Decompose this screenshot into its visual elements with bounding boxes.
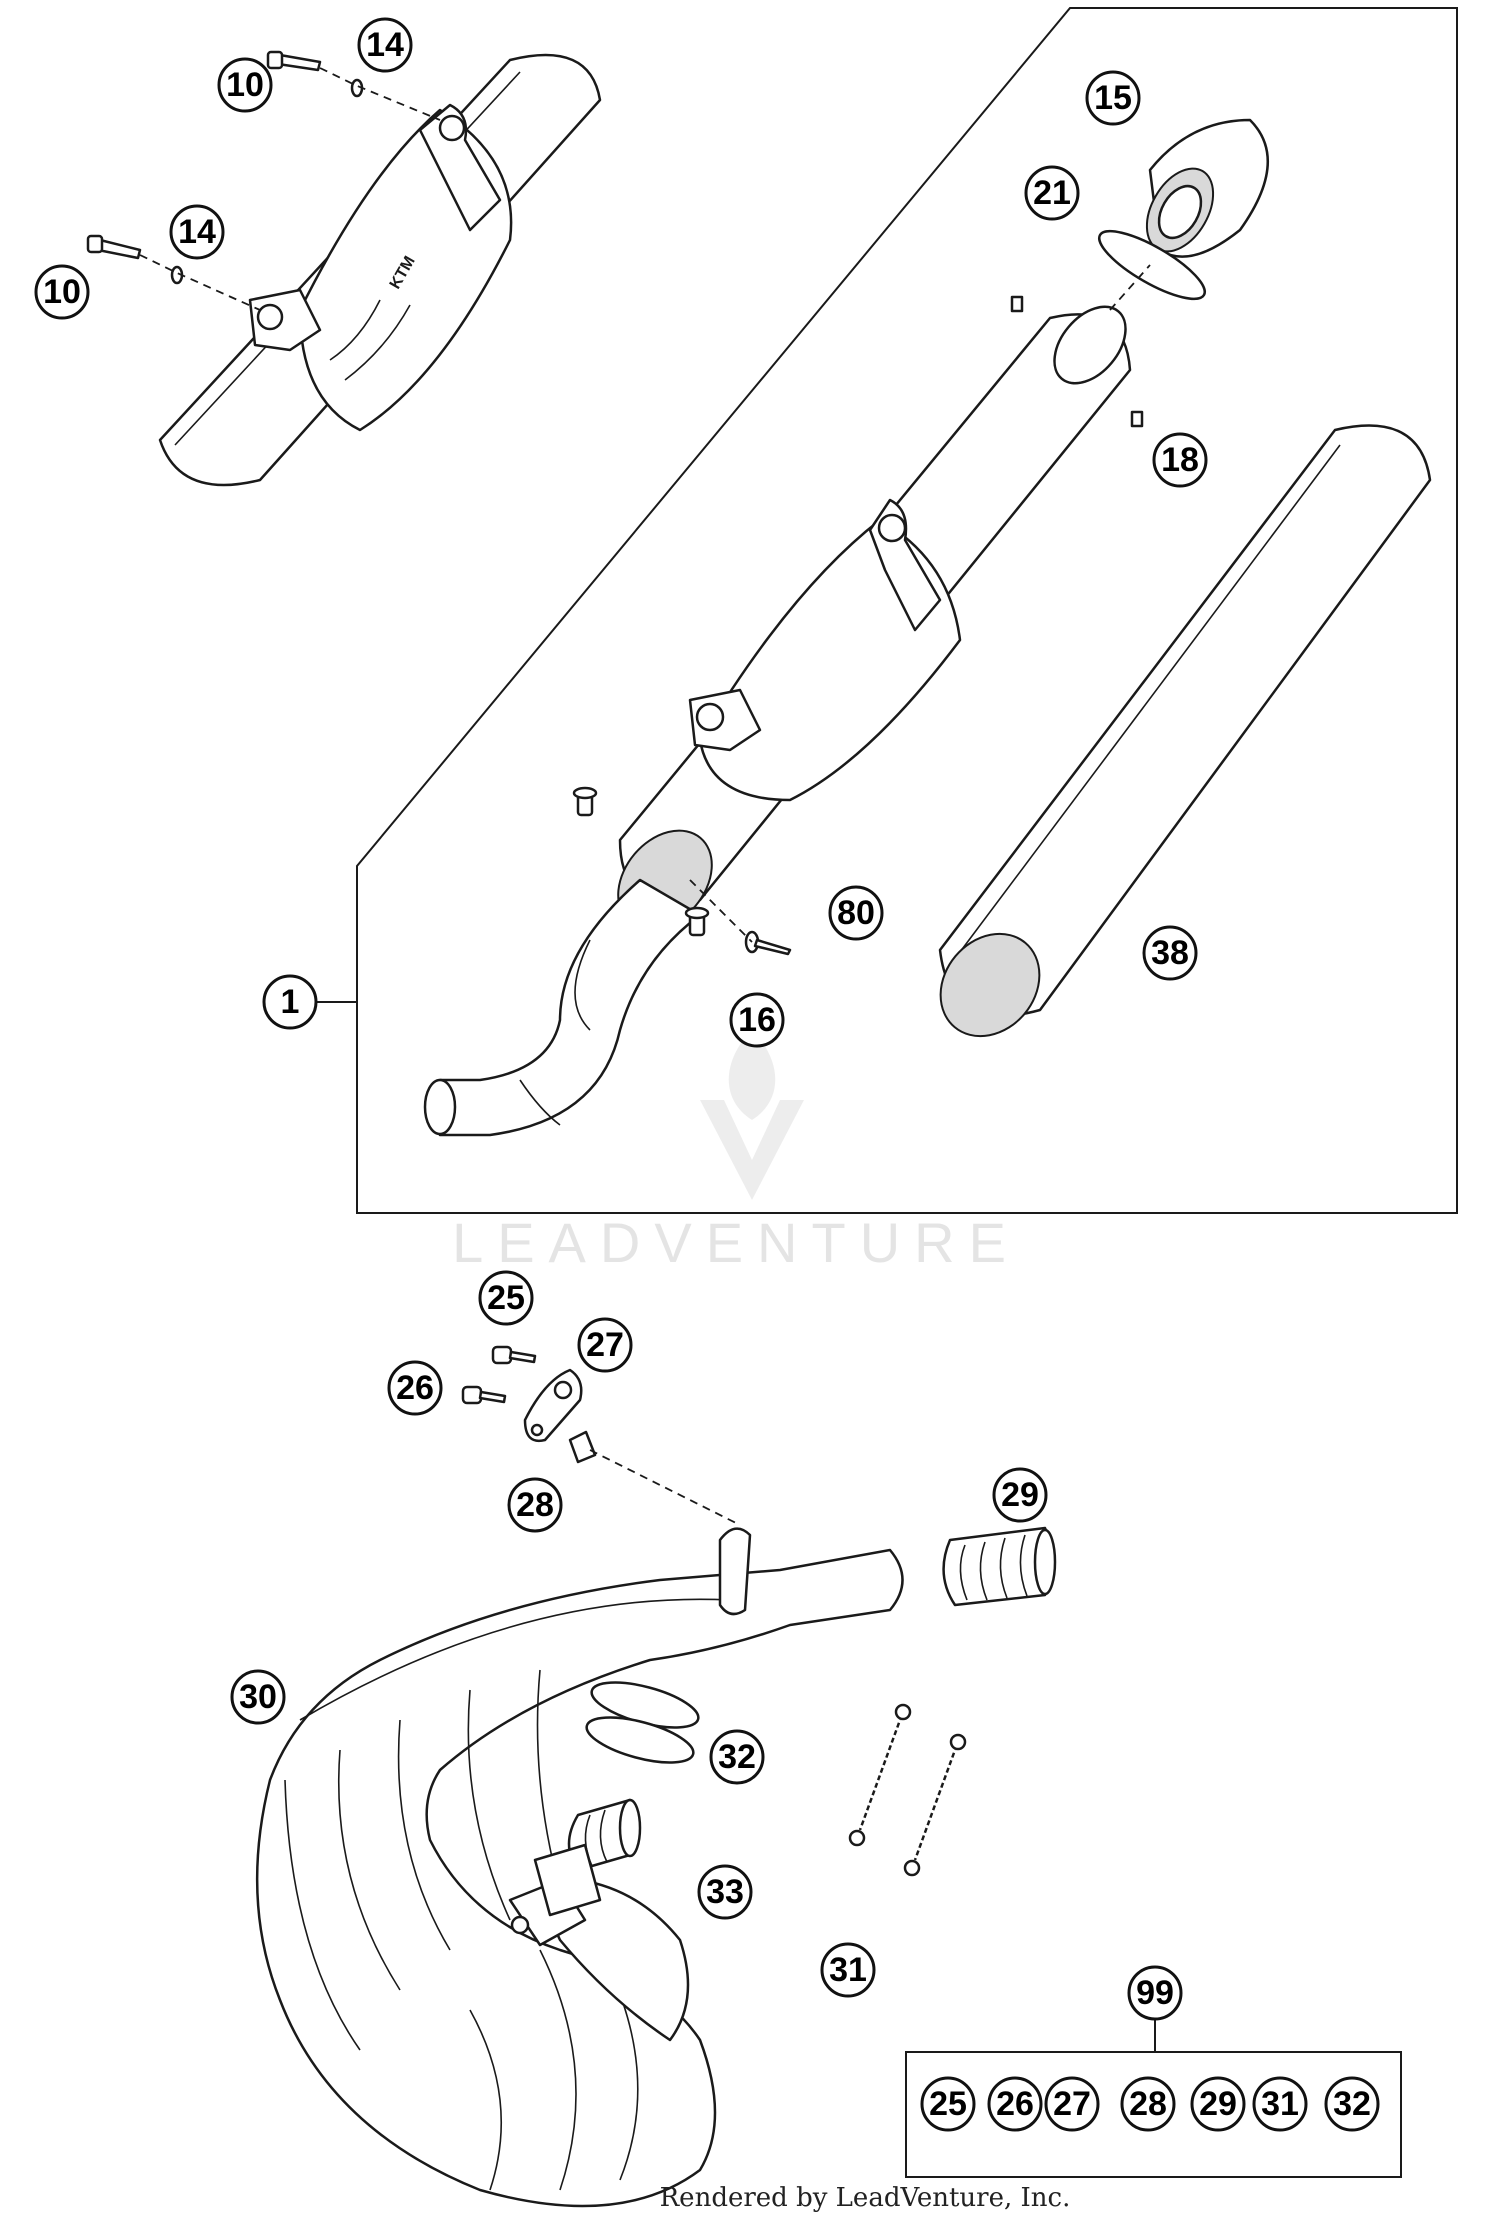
callout-26: 26: [387, 1360, 443, 1416]
callout-14-lower: 14: [169, 204, 225, 260]
bracket-27: [523, 1368, 583, 1443]
rivet-16: [684, 906, 710, 937]
callout-33: 33: [697, 1864, 753, 1920]
kit-99-item: 25: [920, 2076, 976, 2132]
silencer-sleeve-38: [938, 424, 1432, 1038]
rivet-top-small: [1010, 295, 1024, 313]
svg-text:25: 25: [487, 1279, 525, 1317]
leadventure-watermark: LEADVENTURE: [452, 1030, 1020, 1274]
callout-16: 16: [729, 992, 785, 1048]
callout-29: 29: [992, 1467, 1048, 1523]
bolt-26: [461, 1385, 507, 1405]
callout-99: 99: [1127, 1965, 1183, 2021]
svg-text:26: 26: [996, 2085, 1034, 2123]
kit-99-item: 29: [1190, 2076, 1246, 2132]
svg-text:29: 29: [1199, 2085, 1237, 2123]
svg-text:27: 27: [1053, 2085, 1091, 2123]
kit-99-box: [905, 2051, 1402, 2178]
manifold-sleeve-29: [942, 1526, 1057, 1607]
callout-10-lower: 10: [34, 264, 90, 320]
svg-text:29: 29: [1001, 1476, 1039, 1514]
callout-31: 31: [820, 1942, 876, 1998]
callout-14-upper: 14: [357, 17, 413, 73]
callout-27: 27: [577, 1317, 633, 1373]
o-ring-21: [1098, 229, 1206, 301]
rivet-top: [572, 786, 598, 817]
svg-text:32: 32: [1333, 2085, 1371, 2123]
watermark-text: LEADVENTURE: [452, 1211, 1020, 1274]
callout-18: 18: [1152, 432, 1208, 488]
svg-text:14: 14: [366, 26, 404, 64]
svg-text:1: 1: [281, 983, 300, 1021]
svg-text:28: 28: [516, 1486, 554, 1524]
svg-text:16: 16: [738, 1001, 776, 1039]
svg-text:31: 31: [829, 1951, 867, 1989]
svg-text:21: 21: [1033, 174, 1071, 212]
svg-text:18: 18: [1161, 441, 1199, 479]
callout-38: 38: [1142, 925, 1198, 981]
kit-99-item: 31: [1252, 2076, 1308, 2132]
callout-32: 32: [709, 1729, 765, 1785]
bolt-25: [491, 1345, 537, 1365]
spring-31-b: [903, 1733, 967, 1877]
svg-text:10: 10: [43, 273, 81, 311]
kit-99-item: 26: [987, 2076, 1043, 2132]
svg-text:25: 25: [929, 2085, 967, 2123]
svg-text:26: 26: [396, 1369, 434, 1407]
screw-80: [744, 930, 792, 956]
mount-detail-view: KTM: [158, 53, 602, 487]
clip-28: [568, 1430, 597, 1464]
bolt-10-upper: [266, 50, 322, 72]
callout-28: 28: [507, 1477, 563, 1533]
end-cap-15: [1145, 118, 1269, 258]
kit-99-item: 32: [1324, 2076, 1380, 2132]
callout-21: 21: [1024, 165, 1080, 221]
render-credit: Rendered by LeadVenture, Inc.: [660, 2183, 1071, 2213]
o-ring-32-b: [585, 1716, 695, 1764]
svg-text:10: 10: [226, 66, 264, 104]
callout-10-upper: 10: [217, 57, 273, 113]
callout-30: 30: [230, 1669, 286, 1725]
svg-text:32: 32: [718, 1738, 756, 1776]
callout-25: 25: [478, 1270, 534, 1326]
silencer-assembly-frame: [356, 7, 1458, 1214]
kit-99-item: 28: [1120, 2076, 1176, 2132]
svg-text:31: 31: [1261, 2085, 1299, 2123]
svg-text:99: 99: [1136, 1974, 1174, 2012]
svg-text:15: 15: [1094, 79, 1132, 117]
callout-15: 15: [1085, 70, 1141, 126]
flange-sleeve-33: [533, 1798, 642, 1917]
silencer-body: [423, 305, 1132, 1137]
svg-text:30: 30: [239, 1678, 277, 1716]
spring-31-a: [848, 1703, 912, 1847]
kit-99-item: 27: [1044, 2076, 1100, 2132]
svg-text:27: 27: [586, 1326, 624, 1364]
exhaust-pipe-30: [255, 1527, 904, 2208]
rivet-18: [1130, 410, 1144, 428]
callout-80: 80: [828, 885, 884, 941]
svg-text:14: 14: [178, 213, 216, 251]
svg-text:38: 38: [1151, 934, 1189, 972]
svg-text:33: 33: [706, 1873, 744, 1911]
callout-1: 1: [262, 974, 318, 1030]
svg-text:28: 28: [1129, 2085, 1167, 2123]
svg-text:80: 80: [837, 894, 875, 932]
bolt-10-lower: [86, 234, 142, 260]
